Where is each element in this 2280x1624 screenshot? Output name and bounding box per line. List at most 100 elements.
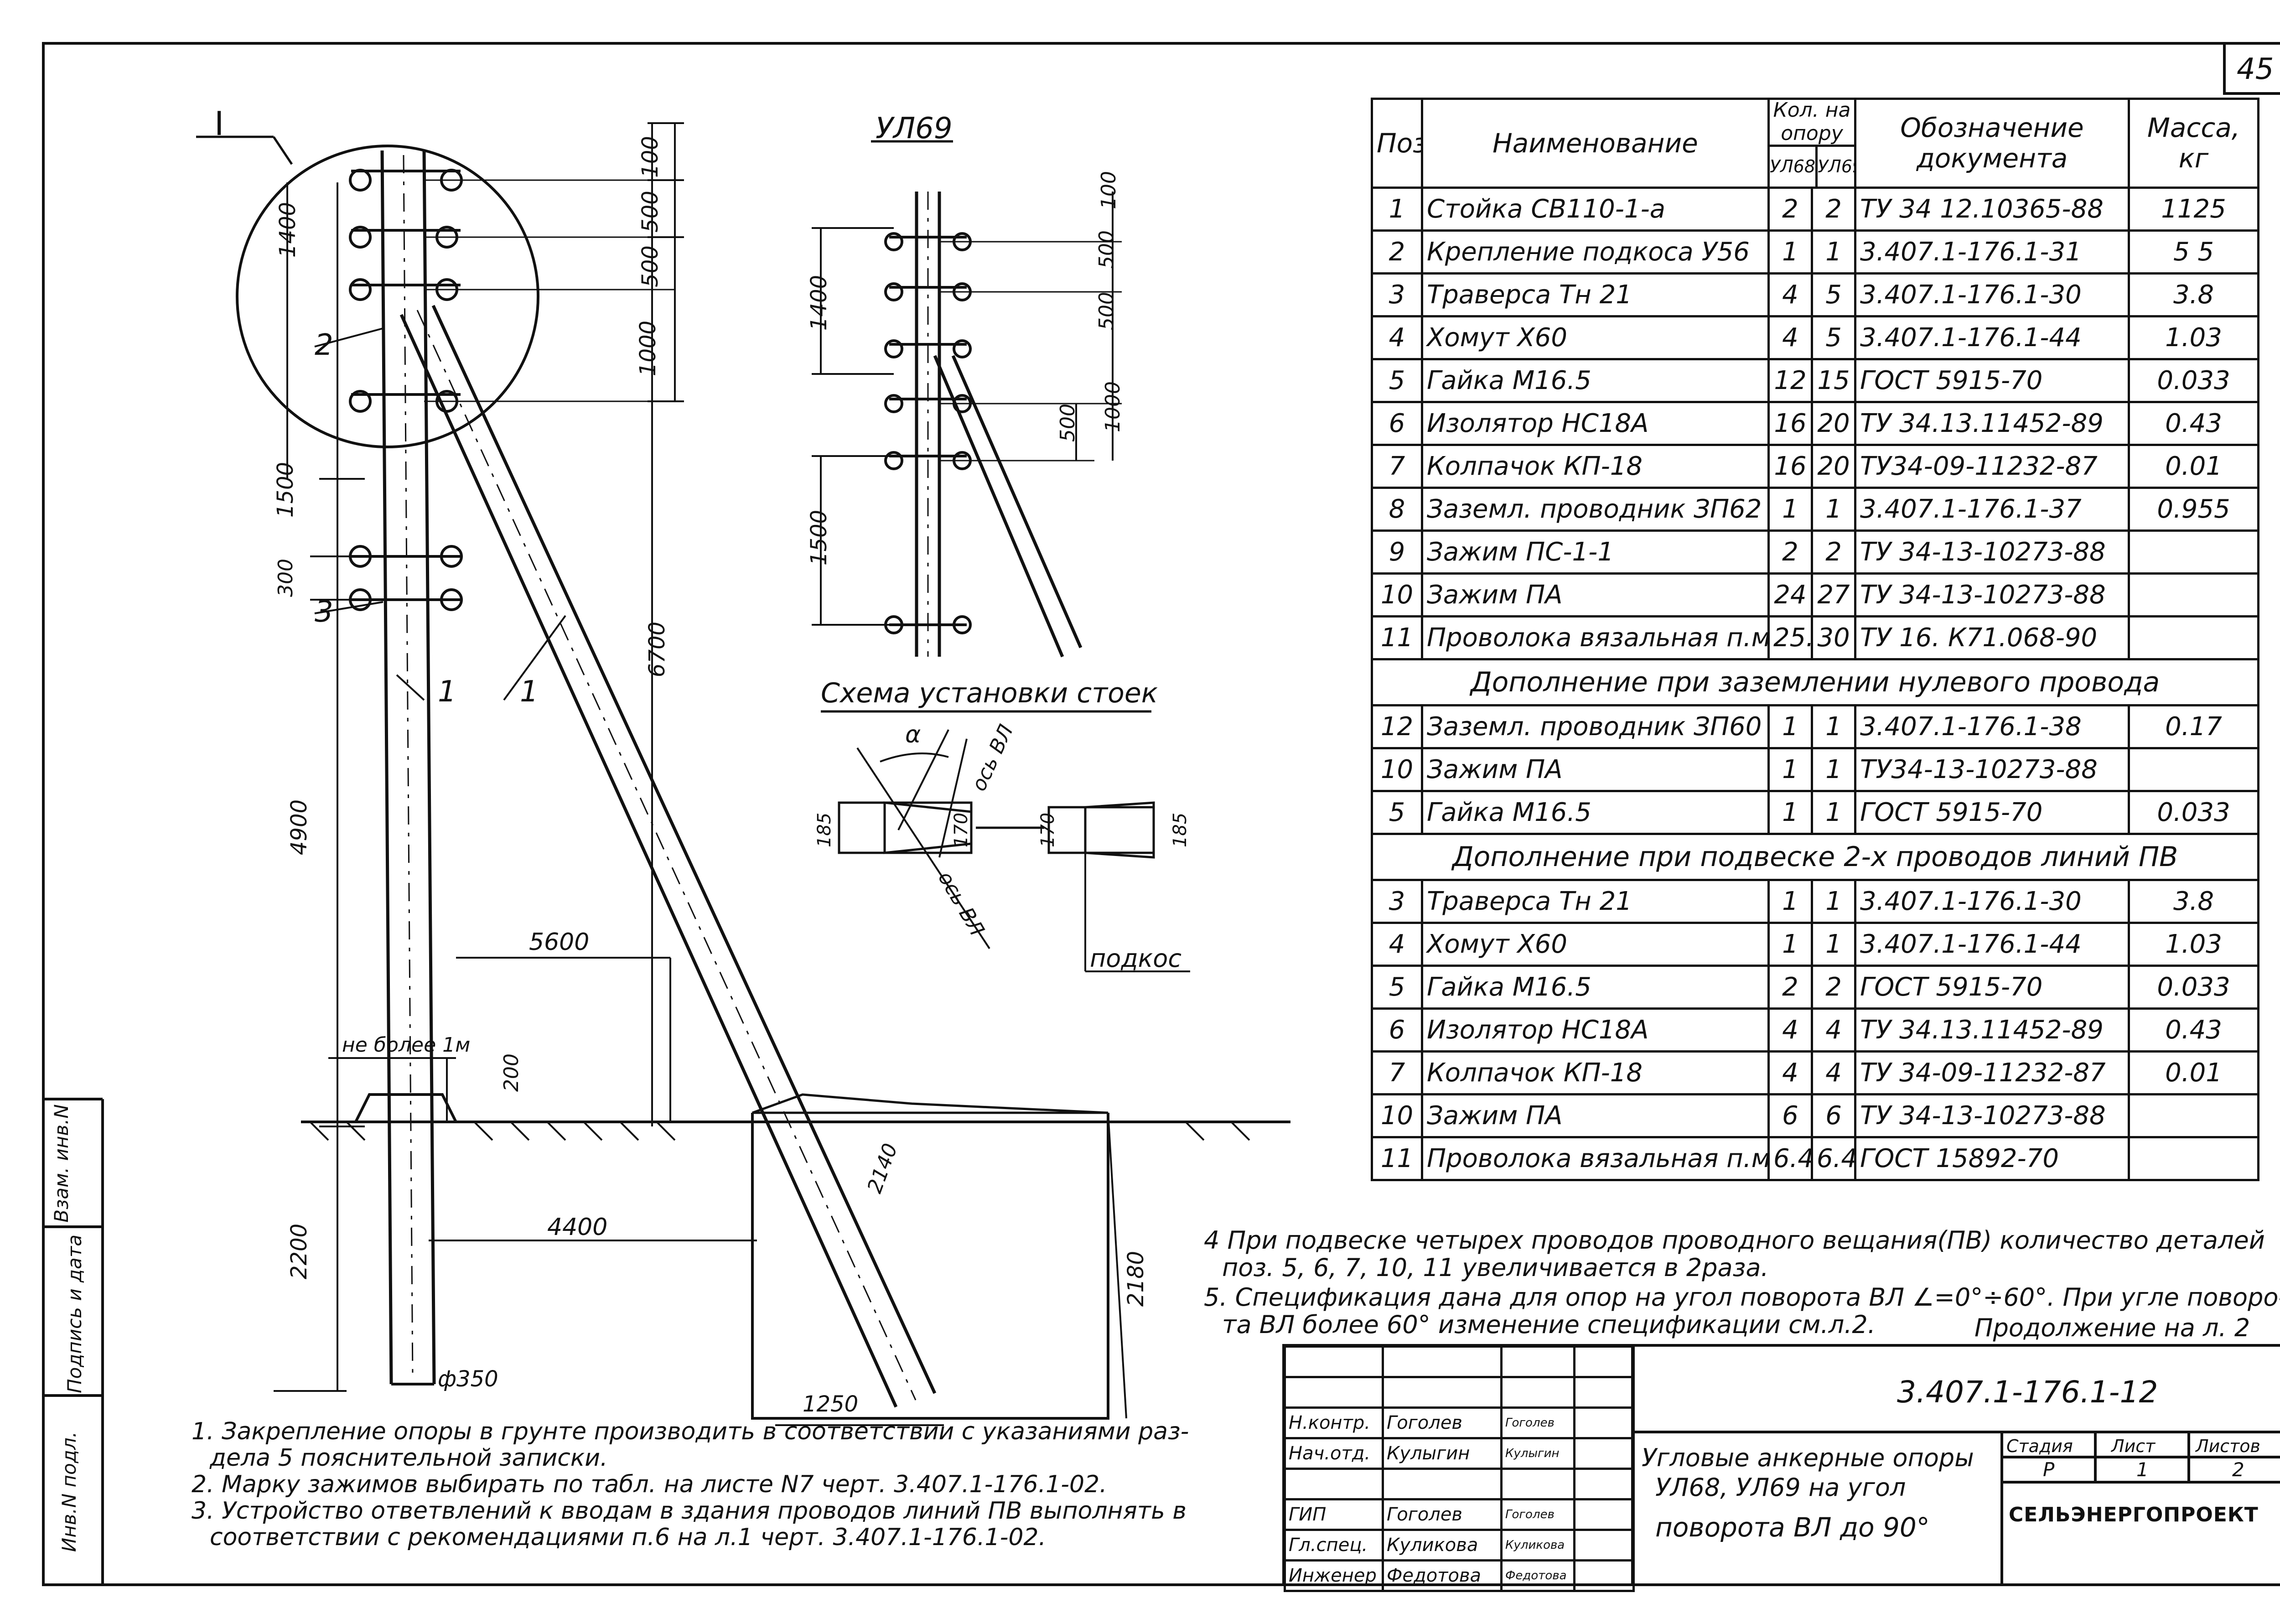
title-line-3: поворота ВЛ до 90° xyxy=(1655,1512,1930,1543)
cell-pos: 6 xyxy=(1371,401,1423,446)
cell-pos: 4 xyxy=(1371,922,1423,967)
cell-pos: 10 xyxy=(1371,572,1423,617)
signer-row xyxy=(1284,1468,1635,1500)
signer-sig: Гоголев xyxy=(1500,1498,1575,1531)
ul69-dim-1000: 1000 xyxy=(1101,381,1124,432)
cell-b: 2 xyxy=(1810,965,1857,1010)
cell-mass: 0.955 xyxy=(2128,487,2260,532)
cell-name: Гайка М16.5 xyxy=(1421,965,1770,1010)
cell-name: Траверса Тн 21 xyxy=(1421,272,1770,317)
cell-b: 2 xyxy=(1810,187,1857,232)
ul69-dim-500-b: 500 xyxy=(1094,292,1118,330)
cell-b: 5 xyxy=(1810,315,1857,360)
organization: СЕЛЬЭНЕРГОПРОЕКТ xyxy=(2009,1503,2259,1526)
cell-b: 20 xyxy=(1810,401,1857,446)
cell-doc: 3.407.1-176.1-30 xyxy=(1854,879,2130,924)
signer-name: Федотова xyxy=(1382,1559,1503,1592)
cell-mass: 0.033 xyxy=(2128,965,2260,1010)
cell-b: 1 xyxy=(1810,879,1857,924)
cell-pos: 9 xyxy=(1371,529,1423,575)
cell-mass xyxy=(2128,572,2260,617)
dim-1000: 1000 xyxy=(635,320,661,377)
cell-doc: ТУ 34.13.11452-89 xyxy=(1854,1007,2130,1053)
cell-a: 1 xyxy=(1767,922,1813,967)
dim-6700: 6700 xyxy=(644,621,670,678)
sheets-label: Листов xyxy=(2196,1436,2260,1456)
empty-cell xyxy=(1500,1376,1575,1409)
cell-pos: 1 xyxy=(1371,187,1423,232)
cell-a: 2 xyxy=(1767,529,1813,575)
empty-cell xyxy=(1382,1345,1503,1378)
callout-2: 2 xyxy=(315,328,333,362)
cell-a: 4 xyxy=(1767,1050,1813,1095)
cell-doc: 3.407.1-176.1-37 xyxy=(1854,487,2130,532)
cell-doc: ТУ 34-09-11232-87 xyxy=(1854,1050,2130,1095)
cell-mass xyxy=(2128,615,2260,660)
spec-header-row: Поз. Наименование Кол. на опору УЛ68 УЛ6… xyxy=(1371,98,2260,189)
cell-mass xyxy=(2128,1136,2260,1181)
cell-doc: ГОСТ 5915-70 xyxy=(1854,358,2130,403)
cell-pos: 5 xyxy=(1371,358,1423,403)
callout-1-pole: 1 xyxy=(438,675,456,709)
sheet-number: 45 xyxy=(2237,52,2274,86)
cell-name: Проволока вязальная п.м xyxy=(1421,1136,1770,1181)
stamp-replacement-inv: Взам. инв.N xyxy=(50,1104,73,1223)
cell-a: 1 xyxy=(1767,487,1813,532)
signer-name: Гоголев xyxy=(1382,1498,1503,1531)
header-qty-ul69: УЛ69 xyxy=(1818,156,1853,176)
cell-mass: 1.03 xyxy=(2128,315,2260,360)
cell-name: Крепление подкоса У56 xyxy=(1421,229,1770,275)
cell-b: 4 xyxy=(1810,1007,1857,1053)
cell-b: 1 xyxy=(1810,229,1857,275)
dim-4900: 4900 xyxy=(286,799,312,856)
cell-a: 1 xyxy=(1767,229,1813,275)
detail-label-ul69: УЛ69 xyxy=(876,112,953,145)
cell-b: 1 xyxy=(1810,704,1857,749)
dim-500-a: 500 xyxy=(637,191,663,233)
sheets-value: 2 xyxy=(2232,1458,2244,1481)
scheme-strut-label: подкос xyxy=(1090,944,1182,973)
cell-b: 5 xyxy=(1810,272,1857,317)
dim-1400: 1400 xyxy=(275,202,301,258)
cell-doc: ГОСТ 5915-70 xyxy=(1854,790,2130,835)
scheme-title: Схема установки стоек xyxy=(821,677,1158,709)
dim-300: 300 xyxy=(274,559,297,597)
cell-name: Зажим ПА xyxy=(1421,747,1770,792)
cell-pos: 5 xyxy=(1371,790,1423,835)
cell-doc: ТУ 34-13-10273-88 xyxy=(1854,572,2130,617)
note-3-line-2: соответствии с рекомендациями п.6 на л.1… xyxy=(210,1524,1047,1551)
signer-role: Гл.спец. xyxy=(1284,1529,1384,1562)
callout-3: 3 xyxy=(315,595,333,629)
note-4: 4 При подвеске четырех проводов проводно… xyxy=(1204,1227,2265,1282)
cell-a: 16 xyxy=(1767,401,1813,446)
cell-pos: 3 xyxy=(1371,879,1423,924)
cell-a: 6 xyxy=(1767,1093,1813,1138)
cell-name: Зажим ПА xyxy=(1421,1093,1770,1138)
empty-cell xyxy=(1500,1345,1575,1378)
dim-500-b: 500 xyxy=(637,245,663,287)
cell-pos: 8 xyxy=(1371,487,1423,532)
cell-doc: ТУ34-09-11232-87 xyxy=(1854,444,2130,489)
cell-pos: 4 xyxy=(1371,315,1423,360)
cell-mass: 0.033 xyxy=(2128,358,2260,403)
cell-name: Стойка СВ110-1-а xyxy=(1421,187,1770,232)
cell-mass: 0.17 xyxy=(2128,704,2260,749)
cell-a: 4 xyxy=(1767,272,1813,317)
dim-4400: 4400 xyxy=(547,1214,608,1241)
signer-date xyxy=(1573,1437,1635,1470)
signer-date xyxy=(1573,1468,1635,1500)
signer-sig: Кулыгин xyxy=(1500,1437,1575,1470)
cell-mass xyxy=(2128,529,2260,575)
